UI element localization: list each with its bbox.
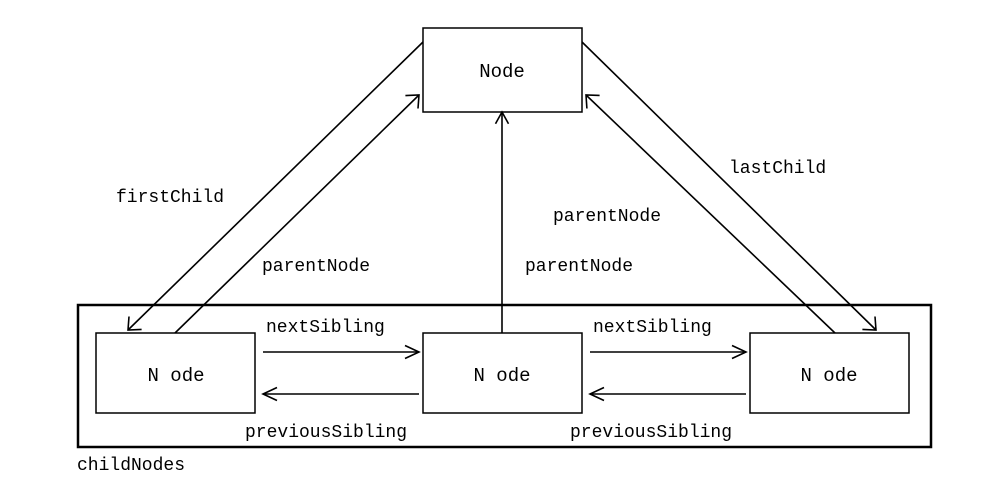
first-child-arrow bbox=[127, 41, 424, 331]
parent-node-middle-label: parentNode bbox=[525, 257, 633, 277]
parent-node-arrow-middle bbox=[494, 110, 510, 333]
next-sibling-label-1: nextSibling bbox=[266, 318, 385, 338]
parent-node-label: Node bbox=[479, 61, 525, 83]
child-node-3-box bbox=[749, 332, 910, 414]
last-child-arrow bbox=[581, 41, 877, 331]
child-node-2: N ode bbox=[422, 332, 583, 414]
previous-sibling-arrow-2 bbox=[588, 386, 746, 402]
parent-node: Node bbox=[422, 27, 583, 113]
child-nodes-label: childNodes bbox=[77, 456, 185, 476]
previous-sibling-label-1: previousSibling bbox=[245, 423, 407, 443]
child-node-1: N ode bbox=[95, 332, 256, 414]
next-sibling-arrow-1 bbox=[263, 344, 421, 360]
previous-sibling-label-2: previousSibling bbox=[570, 423, 732, 443]
parent-node-arrow-right bbox=[585, 94, 836, 334]
next-sibling-arrow-2 bbox=[590, 344, 748, 360]
child-node-3: N ode bbox=[749, 332, 910, 414]
parent-node-left-label: parentNode bbox=[262, 257, 370, 277]
child-node-1-box bbox=[95, 332, 256, 414]
parent-node-arrow-left bbox=[174, 94, 420, 334]
next-sibling-label-2: nextSibling bbox=[593, 318, 712, 338]
child-node-1-label: N ode bbox=[147, 365, 204, 387]
child-node-2-label: N ode bbox=[473, 365, 530, 387]
first-child-label: firstChild bbox=[116, 188, 224, 208]
previous-sibling-arrow-1 bbox=[261, 386, 419, 402]
child-node-3-label: N ode bbox=[800, 365, 857, 387]
last-child-label: lastChild bbox=[729, 159, 826, 179]
child-nodes-container bbox=[76, 303, 933, 449]
parent-node-right-label: parentNode bbox=[553, 207, 661, 227]
